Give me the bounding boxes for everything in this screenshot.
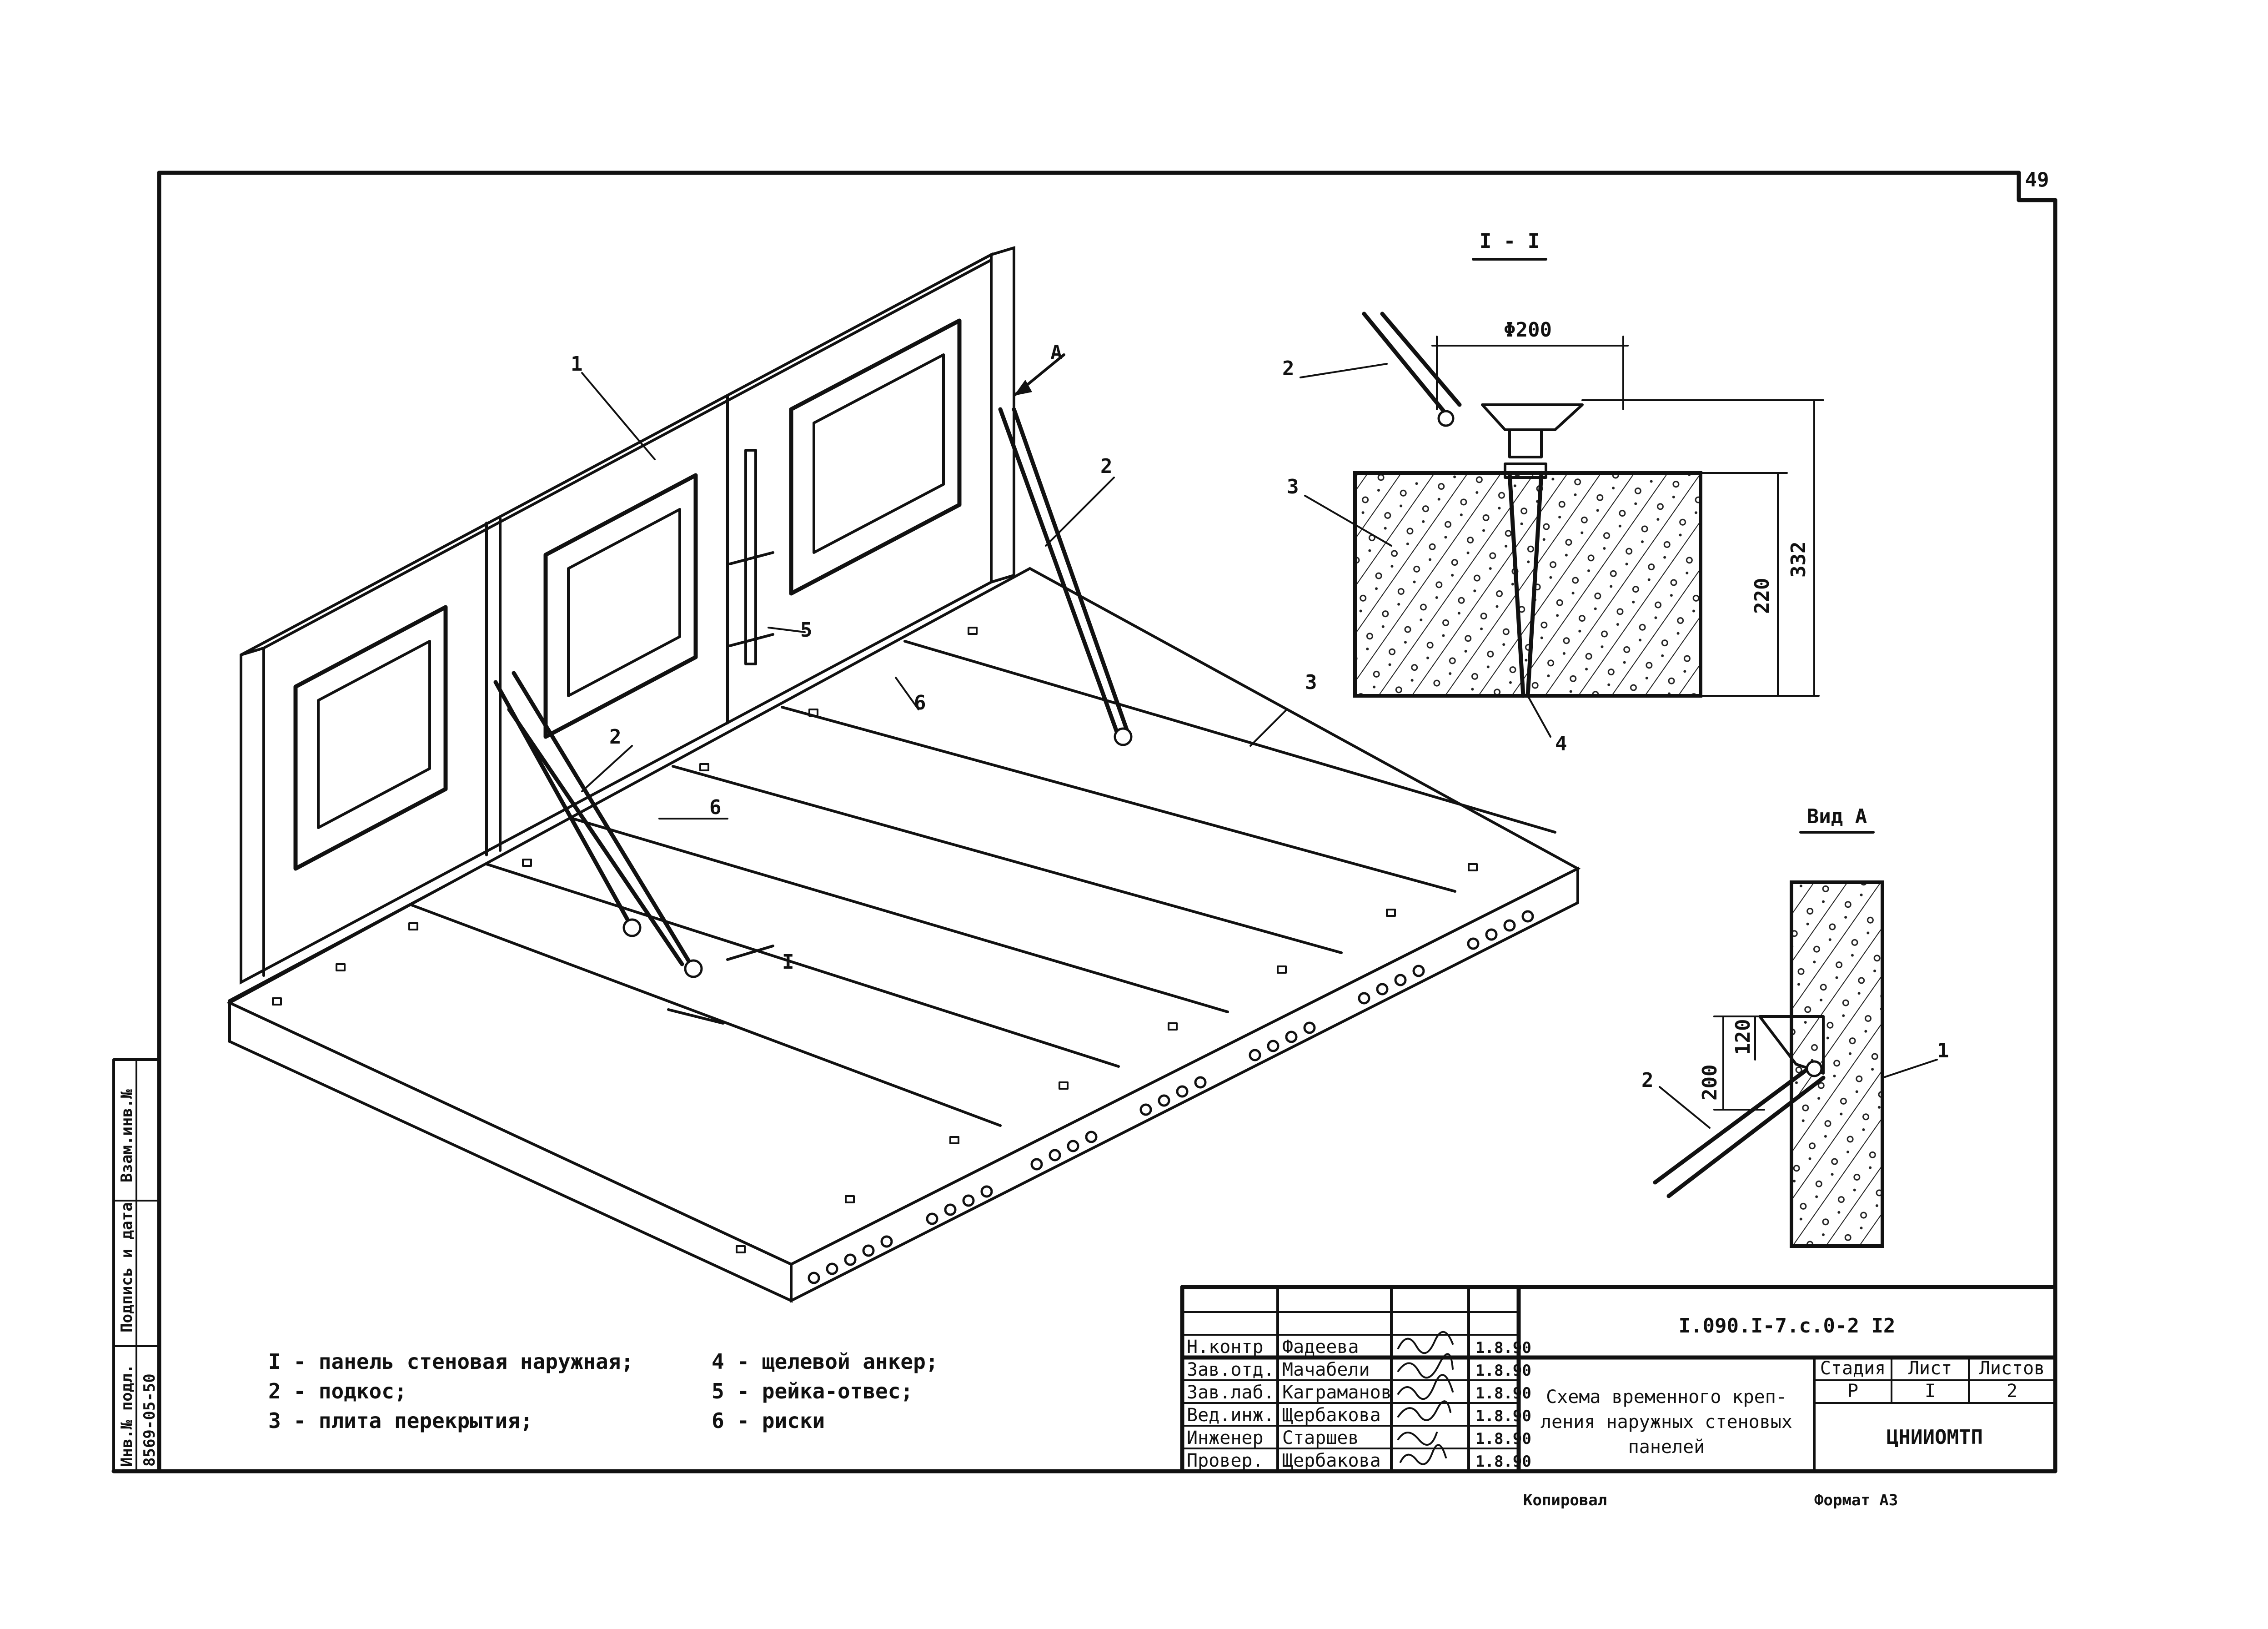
row-3-role: Зав.лаб. (1187, 1382, 1274, 1403)
legend-item-3: 3 - плита перекрытия; (268, 1408, 533, 1433)
row-4-role: Вед.инж. (1187, 1405, 1274, 1426)
legend-item-4: 4 - щелевой анкер; (712, 1349, 938, 1374)
row-4-name: Щербакова (1282, 1405, 1381, 1426)
title-line-2: ления наружных стеновых (1540, 1412, 1792, 1433)
callout-plumb: 5 (800, 618, 813, 642)
row-5-name: Старшев (1282, 1428, 1359, 1448)
row-6-role: Провер. (1187, 1450, 1264, 1471)
sheet-value: I (1925, 1381, 1936, 1402)
legend-item-6: 6 - риски (712, 1408, 825, 1433)
side-stamp-sign-date: Подпись и дата (118, 1202, 136, 1332)
row-5-date: 1.8.90 (1475, 1430, 1531, 1448)
callout-view-arrow: А (1050, 341, 1063, 364)
view-callout-brace: 2 (1641, 1069, 1654, 1092)
callout-brace-left: 2 (609, 725, 622, 749)
callout-slab: 3 (1305, 671, 1317, 694)
page-number: 49 (2025, 168, 2049, 191)
row-6-name: Щербакова (1282, 1450, 1381, 1471)
dim-120: 120 (1731, 1019, 1755, 1055)
stage-value: Р (1847, 1381, 1858, 1402)
cut-mark: I (667, 945, 794, 1025)
brace-left (493, 671, 703, 978)
row-1-role: Н.контр (1187, 1337, 1264, 1358)
row-4-date: 1.8.90 (1475, 1407, 1531, 1425)
title-line-1: Схема временного креп- (1546, 1387, 1787, 1408)
stage-header: Стадия (1820, 1358, 1886, 1379)
org-name: ЦНИИОМТП (1887, 1426, 1983, 1449)
brace-right (998, 407, 1133, 746)
callouts: 1 2 2 3 5 6 6 А (571, 341, 1317, 820)
legend-item-2: 2 - подкос; (268, 1379, 407, 1403)
side-stamp-inv-replace: Взам.инв.№ (118, 1089, 136, 1182)
section-callout-slab: 3 (1287, 475, 1299, 498)
slab-end-holes (808, 910, 1534, 1284)
section-callout-anchor: 4 (1555, 732, 1567, 755)
wall-panels (240, 246, 1015, 985)
sheets-header: Листов (1979, 1358, 2045, 1379)
dim-332: 332 (1787, 542, 1810, 578)
legend-item-1: I - панель стеновая наружная; (268, 1349, 633, 1374)
lifting-loops (272, 627, 1478, 1253)
row-2-name: Мачабели (1282, 1359, 1370, 1380)
dim-220: 220 (1751, 578, 1774, 614)
row-3-name: Каграманов (1282, 1382, 1392, 1403)
row-2-date: 1.8.90 (1475, 1362, 1531, 1380)
title-block: I.090.I-7.с.0-2 I2 Схема временного креп… (1180, 1285, 2057, 1473)
sheets-value: 2 (2007, 1381, 2017, 1402)
legend: I - панель стеновая наружная; 2 - подкос… (268, 1349, 938, 1433)
side-stamp-inv-number: 8569-05-50 (140, 1373, 159, 1467)
row-3-date: 1.8.90 (1475, 1384, 1531, 1403)
signatures (1397, 1331, 1454, 1465)
section-callout-brace: 2 (1282, 357, 1295, 380)
callout-panel: 1 (571, 352, 583, 376)
side-stamp-inv-orig: Инв.№ подл. (118, 1364, 136, 1467)
callout-mark-right: 6 (914, 691, 926, 714)
floor-slabs (226, 567, 1581, 1303)
row-1-name: Фадеева (1282, 1337, 1359, 1358)
callout-brace-right: 2 (1100, 455, 1113, 478)
view-callout-panel: 1 (1937, 1039, 1949, 1062)
sheet-header: Лист (1908, 1358, 1952, 1379)
dim-200: 200 (1698, 1065, 1721, 1101)
callout-mark-left: 6 (709, 796, 722, 819)
section-title: I - I (1480, 230, 1540, 253)
view-a: Вид А 200 120 1 2 (1641, 805, 1949, 1248)
title-line-3: панелей (1628, 1437, 1705, 1458)
view-a-title: Вид А (1807, 805, 1867, 828)
cut-mark-label: I (782, 950, 794, 974)
row-1-date: 1.8.90 (1475, 1339, 1531, 1357)
doc-code: I.090.I-7.с.0-2 I2 (1679, 1314, 1896, 1337)
row-2-role: Зав.отд. (1187, 1359, 1274, 1380)
copied-by: Копировал (1523, 1491, 1607, 1509)
isometric-view: I 1 2 2 3 5 6 6 А (226, 246, 1581, 1303)
row-6-date: 1.8.90 (1475, 1453, 1531, 1471)
sheet-format: Формат А3 (1814, 1491, 1898, 1509)
row-5-role: Инженер (1187, 1428, 1264, 1448)
side-stamp: Взам.инв.№ Подпись и дата Инв.№ подл. 85… (112, 1058, 161, 1473)
dim-diameter: Φ200 (1504, 318, 1552, 342)
section-view: I - I Φ200 220 332 2 3 4 (1282, 230, 1824, 755)
legend-item-5: 5 - рейка-отвес; (712, 1379, 913, 1403)
